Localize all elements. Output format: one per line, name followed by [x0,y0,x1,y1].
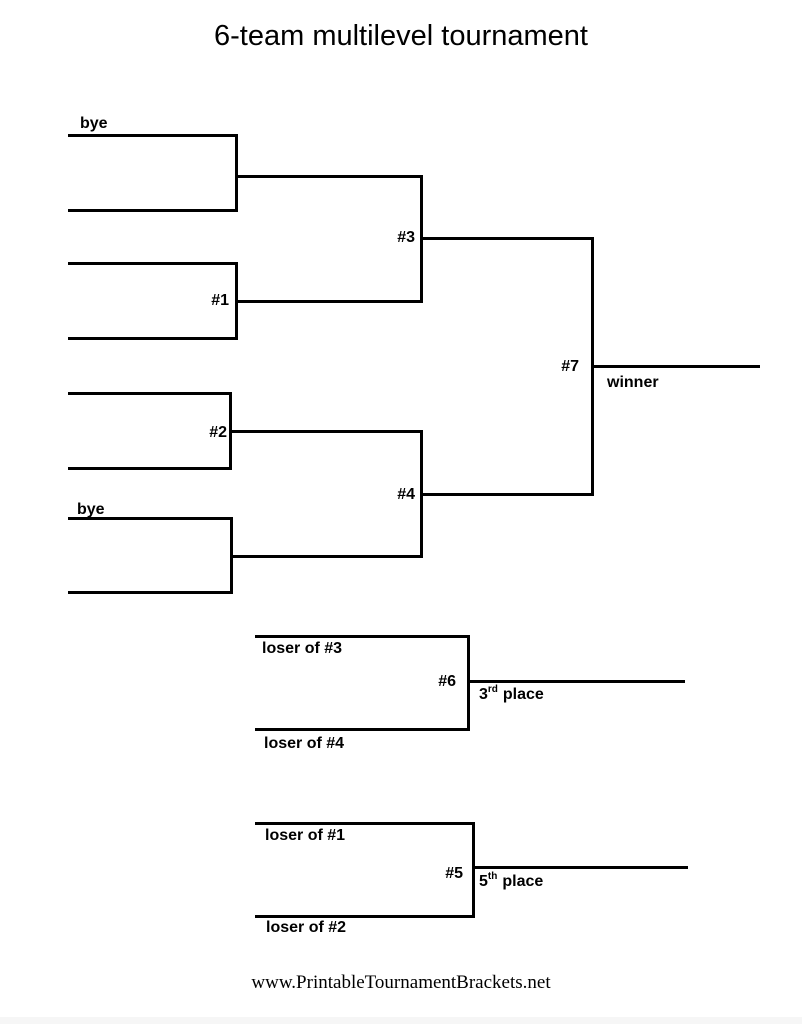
third-place-advance-line [467,680,685,683]
match1-top-line [68,134,238,137]
match4-top-line [68,517,233,520]
fifth-place-word: place [502,873,544,890]
fifth-place-advance-line [472,866,688,869]
match4-advance-line [230,555,423,558]
third-place-word: place [502,686,544,703]
match3-advance-line [229,430,423,433]
match2-top-line [68,262,238,265]
match4-bottom-line [68,591,233,594]
bye-bottom-label: bye [77,501,105,518]
third-place-number: 3 [479,686,488,703]
semifinal2-advance-line [420,493,594,496]
bye-top-label: bye [80,115,108,132]
match3-bottom-line [68,467,232,470]
loser-of-4-label: loser of #4 [264,735,345,752]
fifth-place-bottom-line [255,915,475,918]
fifth-place-join-line [472,822,475,918]
match3-top-line [68,392,232,395]
fifth-place-number: 5 [479,873,488,890]
final-label: #7 [561,358,579,375]
page-title: 6-team multilevel tournament [214,20,588,52]
third-place-join-line [467,635,470,731]
loser-of-1-label: loser of #1 [265,827,346,844]
game1-label: #1 [211,292,229,309]
fifth-place-top-line [255,822,475,825]
winner-line [591,365,760,368]
third-place-ordinal: rd [487,683,498,695]
match2-bottom-line [68,337,238,340]
match2-advance-line [235,300,423,303]
third-place-top-line [255,635,470,638]
fifth-place-ordinal: th [487,870,498,882]
game5-label: #5 [445,865,463,882]
match1-bottom-line [68,209,238,212]
game2-label: #2 [209,424,227,441]
winner-label: winner [607,374,659,391]
game6-label: #6 [438,673,456,690]
semifinal1-advance-line [420,237,594,240]
loser-of-3-label: loser of #3 [262,640,343,657]
game3-label: #3 [397,229,415,246]
website-footer: www.PrintableTournamentBrackets.net [251,972,551,993]
third-place-bottom-line [255,728,470,731]
match1-join-line [235,134,238,212]
match1-advance-line [235,175,423,178]
game4-label: #4 [397,486,415,503]
loser-of-2-label: loser of #2 [266,919,347,936]
page-bottom-edge [0,1017,802,1024]
